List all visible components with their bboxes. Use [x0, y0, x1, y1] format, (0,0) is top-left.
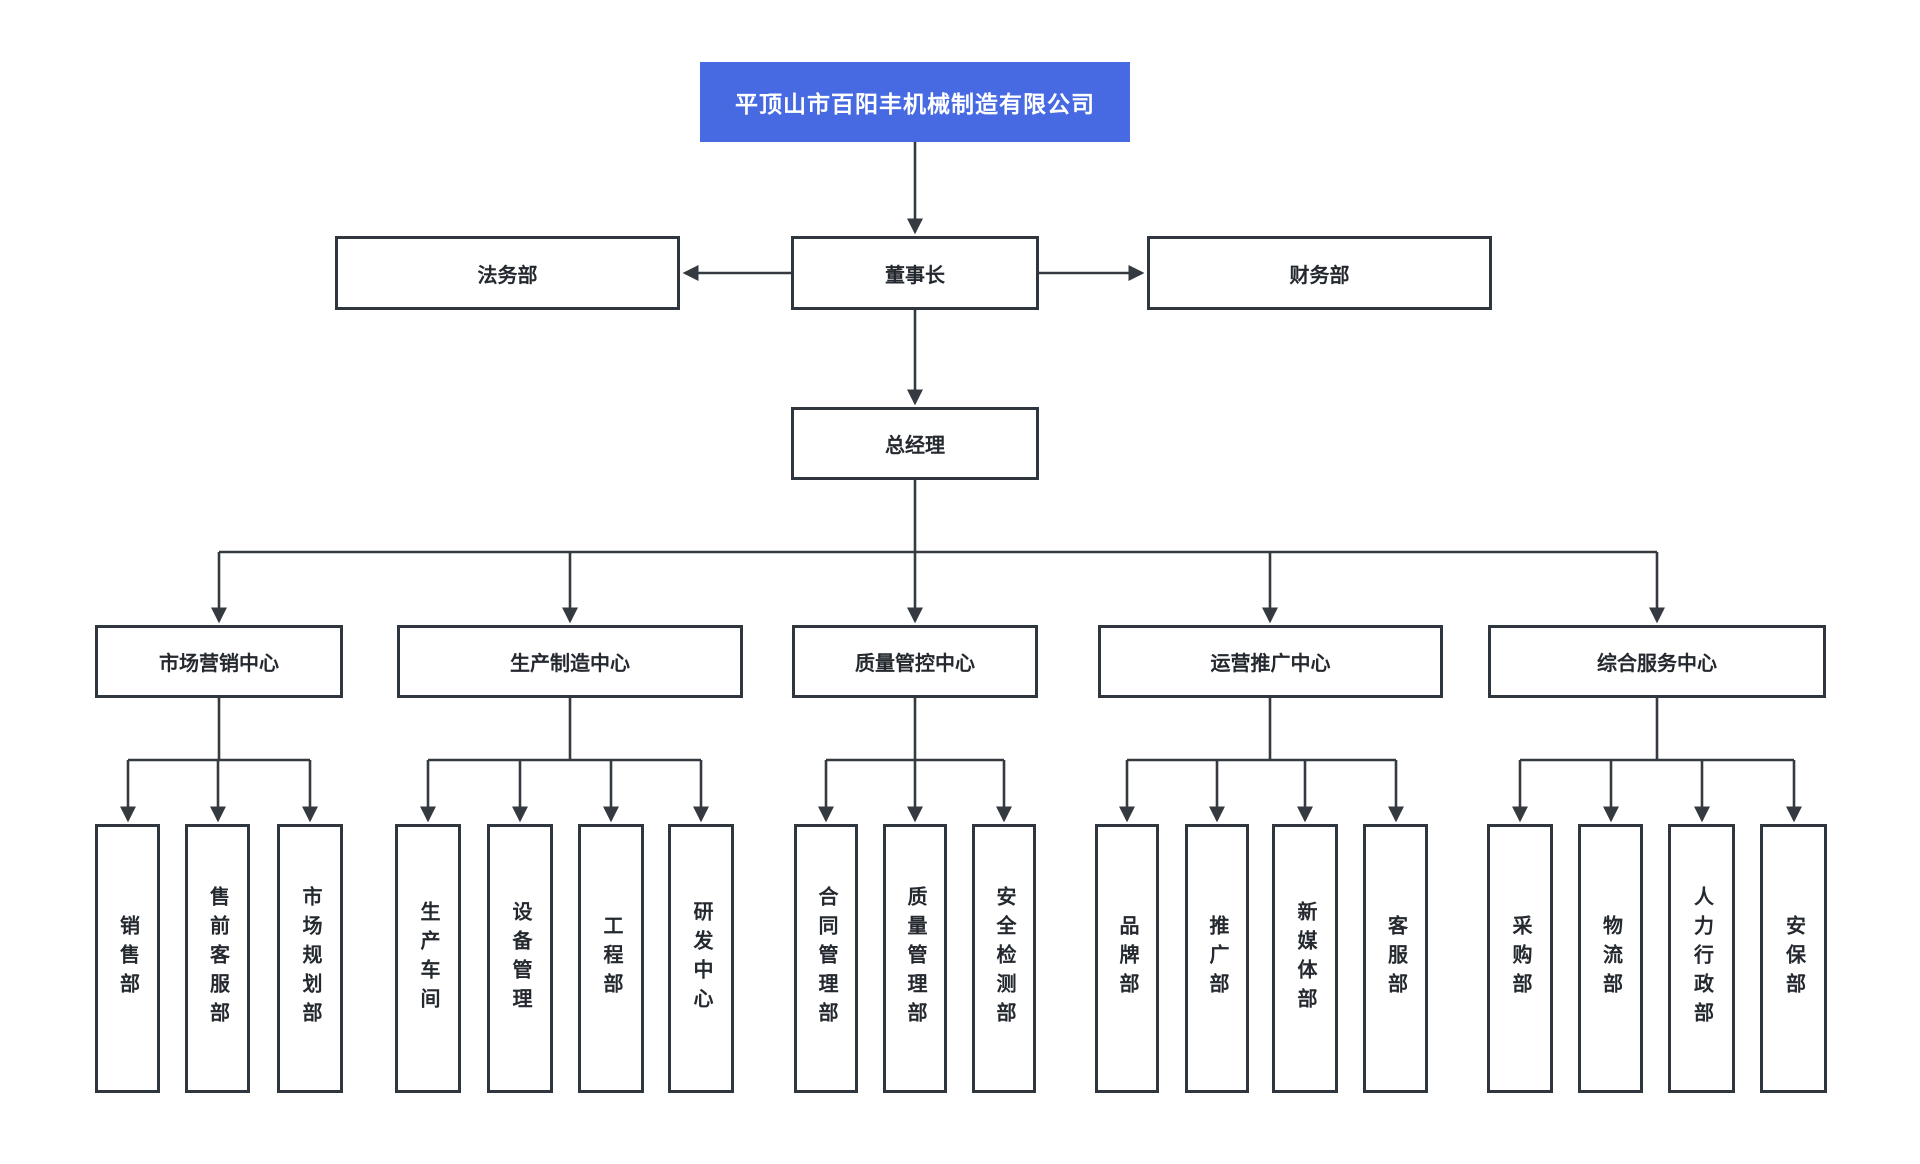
node-label: 安保部 [1782, 915, 1805, 1002]
node-label: 人力行政部 [1690, 886, 1713, 1031]
node-finance-dept[interactable]: 财务部 [1147, 236, 1492, 310]
node-chairman[interactable]: 董事长 [791, 236, 1039, 310]
node-label: 销售部 [116, 915, 139, 1002]
node-dept-security[interactable]: 安保部 [1760, 824, 1827, 1093]
node-dept-logistics[interactable]: 物流部 [1578, 824, 1643, 1093]
node-dept-new-media[interactable]: 新媒体部 [1272, 824, 1338, 1093]
node-label: 工程部 [600, 915, 622, 1002]
node-center-production[interactable]: 生产制造中心 [397, 625, 743, 698]
node-dept-production-workshop[interactable]: 生产车间 [395, 824, 461, 1093]
node-label: 生产车间 [417, 900, 439, 1017]
node-label: 生产制造中心 [510, 653, 630, 675]
node-dept-customer-service[interactable]: 客服部 [1363, 824, 1428, 1093]
node-label: 平顶山市百阳丰机械制造有限公司 [735, 91, 1095, 117]
node-center-marketing[interactable]: 市场营销中心 [95, 625, 343, 698]
node-general-manager[interactable]: 总经理 [791, 407, 1039, 480]
node-label: 研发中心 [690, 900, 712, 1017]
node-label: 运营推广中心 [1210, 653, 1331, 675]
node-label: 采购部 [1509, 915, 1531, 1002]
node-center-services[interactable]: 综合服务中心 [1488, 625, 1826, 698]
node-label: 安全检测部 [993, 886, 1015, 1031]
node-label: 质量管理部 [904, 886, 926, 1031]
node-dept-promotion[interactable]: 推广部 [1185, 824, 1249, 1093]
node-dept-safety-inspection[interactable]: 安全检测部 [972, 824, 1036, 1093]
node-label: 综合服务中心 [1597, 653, 1717, 675]
node-label: 市场营销中心 [159, 653, 279, 675]
node-label: 合同管理部 [815, 886, 837, 1031]
node-dept-rd-center[interactable]: 研发中心 [668, 824, 734, 1093]
node-label: 新媒体部 [1294, 900, 1316, 1017]
node-dept-market-planning[interactable]: 市场规划部 [277, 824, 343, 1093]
node-dept-procurement[interactable]: 采购部 [1487, 824, 1553, 1093]
node-company-root[interactable]: 平顶山市百阳丰机械制造有限公司 [700, 62, 1130, 142]
node-dept-sales[interactable]: 销售部 [95, 824, 160, 1093]
node-dept-brand[interactable]: 品牌部 [1095, 824, 1159, 1093]
node-label: 售前客服部 [206, 886, 229, 1031]
node-label: 法务部 [477, 264, 538, 287]
node-label: 推广部 [1206, 915, 1228, 1002]
node-label: 董事长 [885, 264, 945, 287]
node-label: 市场规划部 [299, 886, 321, 1031]
node-legal-dept[interactable]: 法务部 [335, 236, 680, 310]
node-label: 质量管控中心 [855, 653, 975, 675]
node-center-quality[interactable]: 质量管控中心 [792, 625, 1038, 698]
node-label: 物流部 [1599, 915, 1622, 1002]
node-dept-contract-management[interactable]: 合同管理部 [794, 824, 858, 1093]
node-center-operations[interactable]: 运营推广中心 [1098, 625, 1443, 698]
node-label: 客服部 [1384, 915, 1407, 1002]
node-dept-equipment-management[interactable]: 设备管理 [487, 824, 553, 1093]
node-label: 总经理 [885, 435, 945, 457]
node-dept-presales-service[interactable]: 售前客服部 [185, 824, 250, 1093]
node-label: 品牌部 [1116, 915, 1138, 1002]
node-dept-hr-admin[interactable]: 人力行政部 [1668, 824, 1735, 1093]
node-label: 设备管理 [509, 900, 531, 1017]
node-label: 财务部 [1289, 264, 1350, 287]
node-dept-engineering[interactable]: 工程部 [578, 824, 644, 1093]
node-dept-quality-management[interactable]: 质量管理部 [883, 824, 947, 1093]
